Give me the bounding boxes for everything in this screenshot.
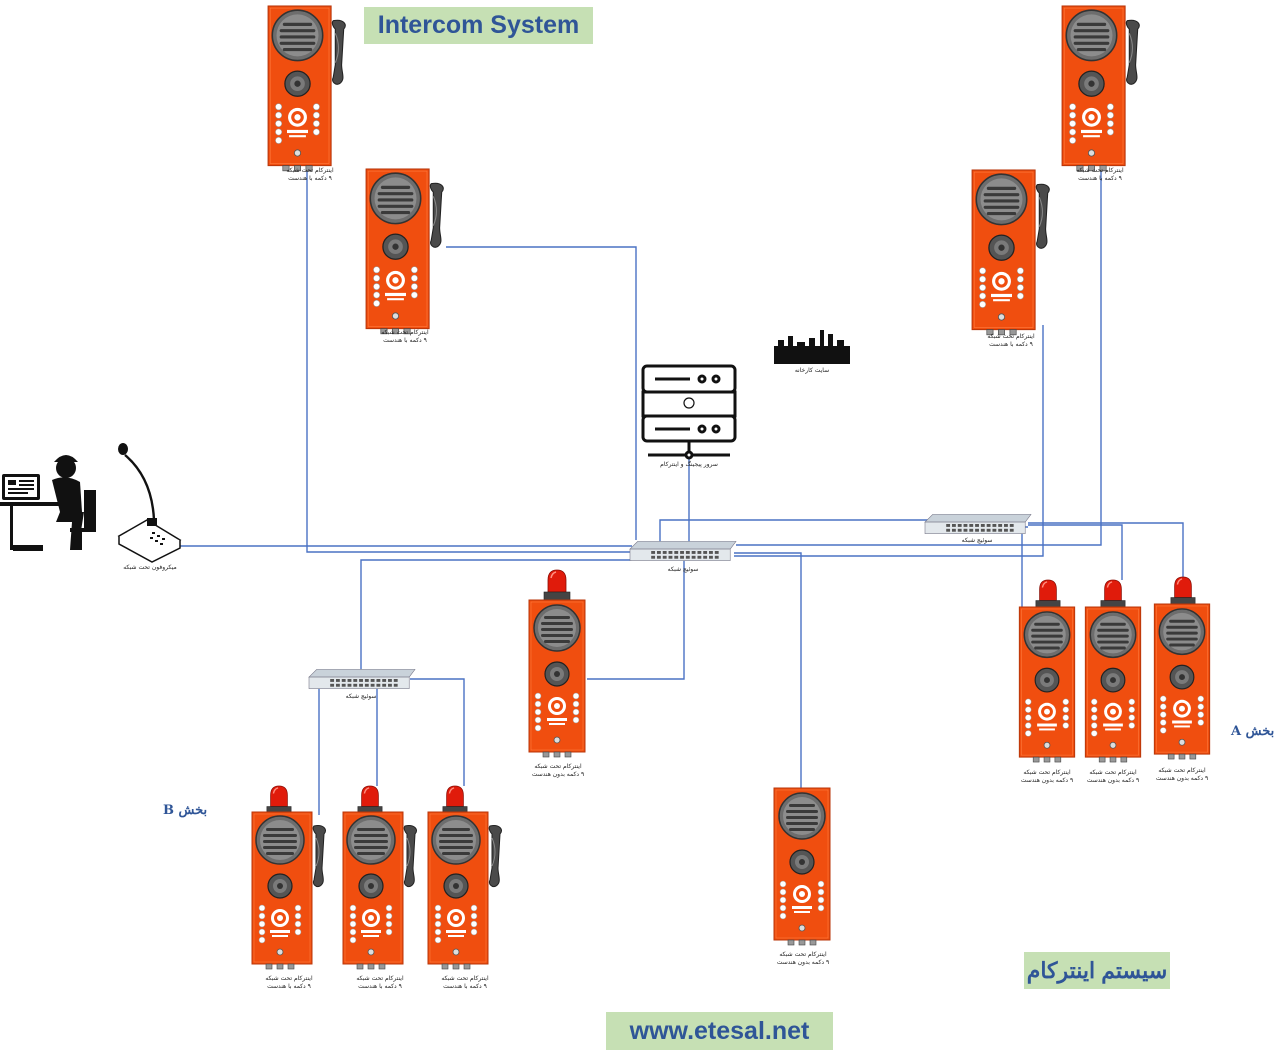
caption-line2: ۹ دکمه با هندست [1078,175,1122,182]
intercom-handset-midright [971,169,1051,336]
caption-intercom-topleft: اینترکام تحت شبکه ۹ دکمه با هندست [282,167,338,183]
caption-line1: اینترکام تحت شبکه [987,333,1035,340]
intercom-plain-a3 [1153,603,1211,760]
caption-intercom-b1: اینترکام تحت شبکه ۹ دکمه با هندست [258,975,320,991]
caption-line1: اینترکام تحت شبکه [265,975,313,982]
title-english: Intercom System [364,7,593,44]
caption-core-switch: سوئیچ شبکه [667,566,699,573]
caption-intercom-midright: اینترکام تحت شبکه ۹ دکمه با هندست [983,333,1039,349]
link-intercom-right2 [734,325,1044,557]
caption-line2: ۹ دکمه با هندست [288,175,332,182]
caption-line2: ۹ دکمه بدون هندست [1155,775,1209,782]
network-switch-a [924,513,1032,535]
beacon-a2 [1100,579,1126,609]
caption-intercom-b3: اینترکام تحت شبکه ۹ دکمه با هندست [434,975,496,991]
intercom-plain-center [528,599,586,758]
link-switchA-dev1 [1021,526,1028,608]
beacon-b3 [442,785,468,815]
caption-server: سرور پیجینگ و اینترکام [660,461,718,468]
caption-intercom-midleft: اینترکام تحت شبکه ۹ دکمه با هندست [377,329,433,345]
intercom-handset-b3 [427,811,503,970]
link-switchA-dev2 [1028,524,1123,580]
caption-line2: ۹ دکمه بدون هندست [776,959,830,966]
caption-line2: ۹ دکمه با هندست [989,341,1033,348]
link-core-switchA [659,519,928,543]
intercom-handset-topleft [267,5,347,172]
operator-icon [0,455,96,551]
intercom-handset-midleft [365,168,445,335]
caption-line2: ۹ دکمه بدون هندست [1020,777,1074,784]
title-persian: سیستم اینترکام [1024,952,1170,989]
caption-factory: سایت کارخانه [794,367,830,374]
caption-line1: اینترکام تحت شبکه [1023,769,1071,776]
caption-line2: ۹ دکمه با هندست [443,983,487,990]
microphone-console-icon [117,443,182,563]
section-a-label: بخش A [1231,724,1275,739]
caption-line1: اینترکام تحت شبکه [356,975,404,982]
caption-line2: ۹ دکمه با هندست [383,337,427,344]
caption-line1: اینترکام تحت شبکه [779,951,827,958]
beacon-a3 [1170,576,1196,606]
caption-switch-b: سوئیچ شبکه [345,693,377,700]
intercom-plain-a1 [1018,606,1076,763]
core-network-switch [629,540,737,562]
intercom-handset-b2 [342,811,418,970]
pbx-server-icon [641,364,737,460]
factory-icon [774,330,850,364]
caption-line1: اینترکام تحت شبکه [286,167,334,174]
caption-intercom-topright: اینترکام تحت شبکه ۹ دکمه با هندست [1072,167,1128,183]
caption-intercom-center: اینترکام تحت شبکه ۹ دکمه بدون هندست [527,763,589,779]
caption-line2: ۹ دکمه بدون هندست [1086,777,1140,784]
website-banner: www.etesal.net [606,1012,833,1050]
intercom-handset-topright [1061,5,1141,172]
caption-intercom-a1: اینترکام تحت شبکه ۹ دکمه بدون هندست [1016,769,1078,785]
caption-line1: اینترکام تحت شبکه [1089,769,1137,776]
network-switch-b [308,668,416,690]
link-core-switchB [360,559,632,676]
caption-intercom-a3: اینترکام تحت شبکه ۹ دکمه بدون هندست [1151,767,1213,783]
link-intercom-topright [736,155,1102,546]
caption-line2: ۹ دکمه با هندست [267,983,311,990]
beacon-a1 [1035,579,1061,609]
caption-line1: اینترکام تحت شبکه [441,975,489,982]
link-switchB-dev3 [410,678,465,786]
caption-line1: اینترکام تحت شبکه [1076,167,1124,174]
section-b-label: بخش B [163,803,208,818]
caption-microphone: میکروفون تحت شبکه [123,564,177,571]
caption-intercom-bottomcenter: اینترکام تحت شبکه ۹ دکمه بدون هندست [772,951,834,967]
beacon-center [543,569,571,601]
caption-intercom-a2: اینترکام تحت شبکه ۹ دکمه بدون هندست [1082,769,1144,785]
link-intercom-topleft [306,155,632,553]
caption-line1: اینترکام تحت شبکه [534,763,582,770]
caption-line2: ۹ دکمه بدون هندست [531,771,585,778]
link-bottom-center [734,552,802,790]
caption-switch-a: سوئیچ شبکه [961,537,993,544]
intercom-plain-a2 [1084,606,1142,763]
caption-intercom-b2: اینترکام تحت شبکه ۹ دکمه با هندست [349,975,411,991]
pbx-server-logo [683,397,695,409]
link-switchA-dev3 [1028,522,1184,580]
beacon-b1 [266,785,292,815]
beacon-b2 [357,785,383,815]
intercom-handset-b1 [251,811,327,970]
caption-line1: اینترکام تحت شبکه [381,329,429,336]
caption-line2: ۹ دکمه با هندست [358,983,402,990]
caption-line1: اینترکام تحت شبکه [1158,767,1206,774]
link-intercom-mid [446,246,637,540]
intercom-plain-bottomcenter [773,787,831,946]
link-center-beacon [587,559,690,680]
